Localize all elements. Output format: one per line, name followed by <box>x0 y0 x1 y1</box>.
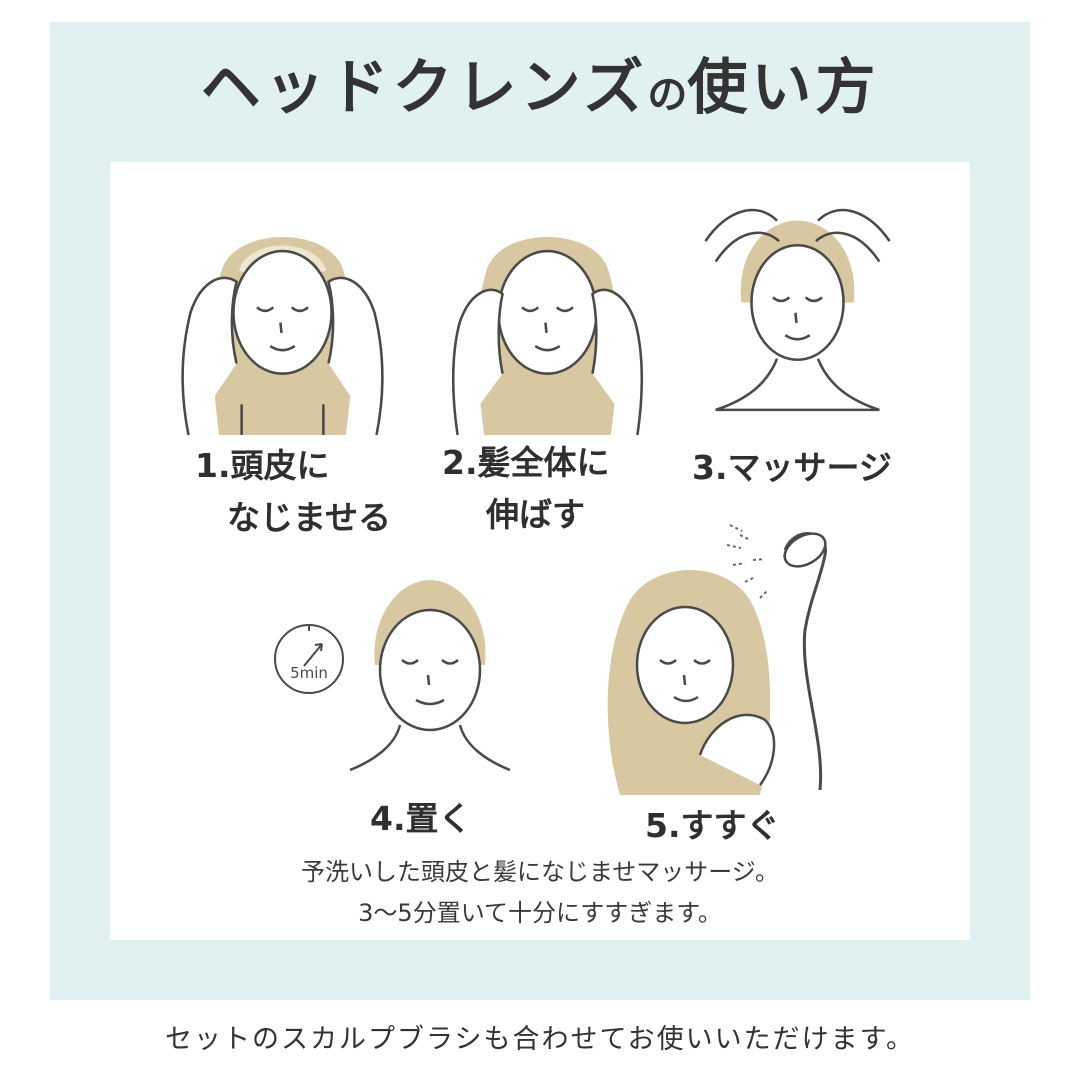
step-5-label: 5.すすぐ <box>645 800 780 852</box>
shower-icon <box>726 524 827 791</box>
title-end: 使い方 <box>687 53 880 123</box>
description-line2: 3～5分置いて十分にすすぎます。 <box>358 899 722 927</box>
step-5-line1: 5.すすぐ <box>645 806 780 845</box>
step-1-label: 1.頭皮に なじませる <box>195 440 391 544</box>
step-3-label: 3.マッサージ <box>692 442 892 494</box>
step-2-line1: 2.髪全体に <box>442 443 610 482</box>
step-4-label: 4.置く <box>370 793 472 845</box>
title-particle: の <box>647 71 688 118</box>
step-2-label: 2.髪全体に 伸ばす <box>442 437 610 541</box>
step-3-line1: 3.マッサージ <box>692 448 892 487</box>
massage-hands-icon <box>704 208 891 412</box>
hands-spreading-icon <box>451 237 644 436</box>
footer-caption: セットのスカルプブラシも合わせてお使いいただけます。 <box>165 1024 915 1055</box>
description-line1: 予洗いした頭皮と髪になじませマッサージ。 <box>300 858 780 886</box>
step-1-line2: なじませる <box>227 498 392 537</box>
timer-label: 5min <box>290 664 328 682</box>
page-title: ヘッドクレンズの使い方 <box>0 58 1080 118</box>
step-4-line1: 4.置く <box>370 799 472 838</box>
figure-step4 <box>349 580 511 772</box>
title-main: ヘッドクレンズ <box>200 53 648 123</box>
figure-step5 <box>607 570 776 795</box>
hands-applying-icon <box>181 237 384 436</box>
step-1-line1: 1.頭皮に <box>195 446 330 485</box>
timer-icon <box>274 624 344 694</box>
step-2-line2: 伸ばす <box>486 495 585 534</box>
